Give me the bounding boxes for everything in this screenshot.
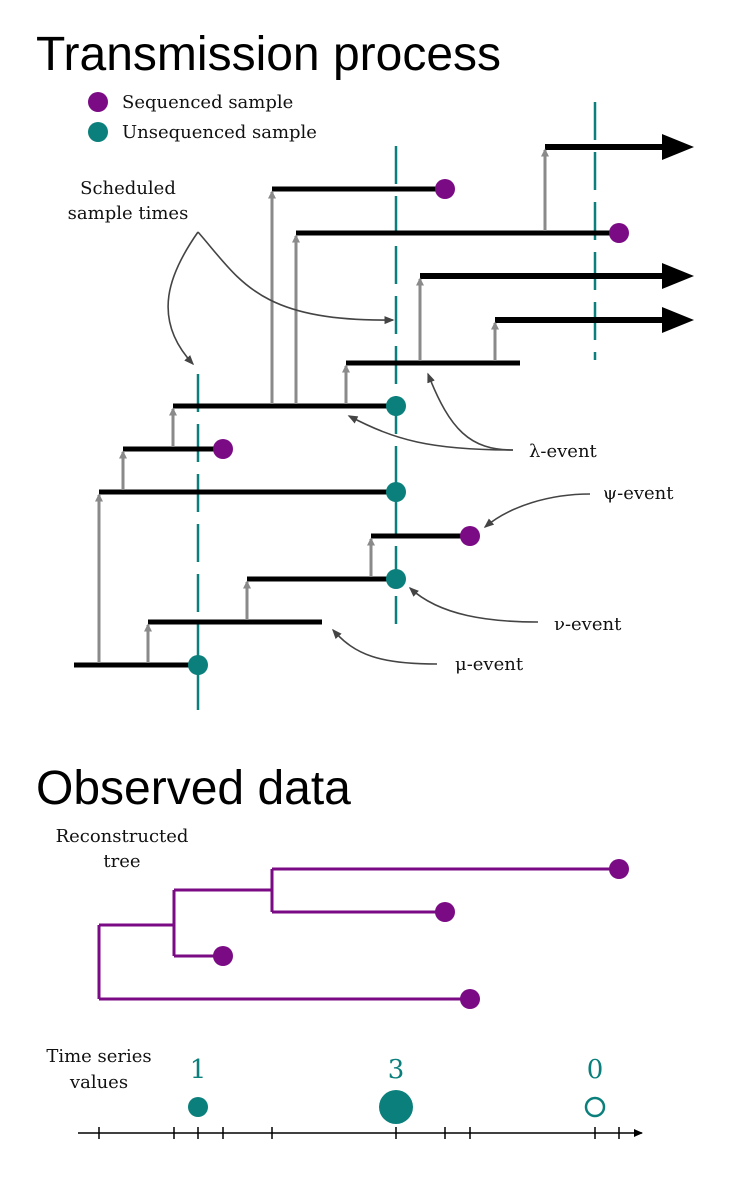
ongoing-arrowhead-2 <box>662 263 694 289</box>
sample-dots <box>188 179 629 675</box>
ongoing-arrowhead-3 <box>662 307 694 333</box>
ongoing-arrowhead-1 <box>662 134 694 160</box>
sequenced-sample-dot <box>609 223 629 243</box>
unsequenced-sample-dot <box>386 396 406 416</box>
transmission-arrows <box>95 148 549 663</box>
nu-annotation-arrow <box>408 586 539 623</box>
tree-tip-dot <box>609 859 629 879</box>
tree-label-line1: Reconstructed <box>56 826 189 847</box>
unsequenced-sample-dot <box>386 569 406 589</box>
psi-annotation-arrow <box>483 493 591 528</box>
lambda-event-label: λ-event <box>529 441 598 462</box>
observed-title: Observed data <box>36 762 351 815</box>
legend-sequenced-marker <box>88 92 108 112</box>
tree-tips <box>213 859 629 1009</box>
ts-dot-1 <box>188 1097 208 1117</box>
lineages <box>74 186 619 668</box>
ts-value-1: 1 <box>190 1055 207 1085</box>
legend-sequenced-label: Sequenced sample <box>122 92 293 113</box>
mu-annotation-arrow <box>332 628 438 665</box>
legend-unsequenced-label: Unsequenced sample <box>122 122 317 143</box>
time-axis-ticks <box>98 1127 620 1139</box>
tree-tip-dot <box>435 902 455 922</box>
psi-event-label: ψ-event <box>603 483 674 504</box>
sequenced-sample-dot <box>460 526 480 546</box>
scheduled-annotation-arrow-1 <box>167 231 199 366</box>
mu-event-label: μ-event <box>455 654 524 675</box>
ts-label-line1: Time series <box>46 1046 151 1067</box>
sequenced-sample-dot <box>435 179 455 199</box>
lambda-annotation-arrow-1 <box>427 372 514 451</box>
ts-label-line2: values <box>69 1072 128 1093</box>
ts-value-3: 0 <box>587 1055 604 1085</box>
transmission-title: Transmission process <box>36 28 501 81</box>
ts-dot-2 <box>379 1090 413 1124</box>
ts-dot-3 <box>584 1096 606 1118</box>
reconstructed-tree <box>97 867 619 1001</box>
ts-value-2: 3 <box>388 1055 405 1085</box>
scheduled-label-line1: Scheduled <box>80 178 176 199</box>
unsequenced-sample-dot <box>386 482 406 502</box>
sequenced-sample-dot <box>213 439 233 459</box>
tree-tip-dot <box>460 989 480 1009</box>
scheduled-label-line2: sample times <box>68 203 189 224</box>
ongoing-lineages <box>420 134 694 333</box>
annotation-arrows <box>167 231 591 665</box>
nu-event-label: ν-event <box>554 614 622 635</box>
unsequenced-sample-dot <box>188 655 208 675</box>
legend-unsequenced-marker <box>88 122 108 142</box>
lambda-annotation-arrow-2 <box>347 415 514 451</box>
scheduled-annotation-arrow-2 <box>197 231 395 325</box>
tree-tip-dot <box>213 946 233 966</box>
tree-label-line2: tree <box>103 851 140 872</box>
